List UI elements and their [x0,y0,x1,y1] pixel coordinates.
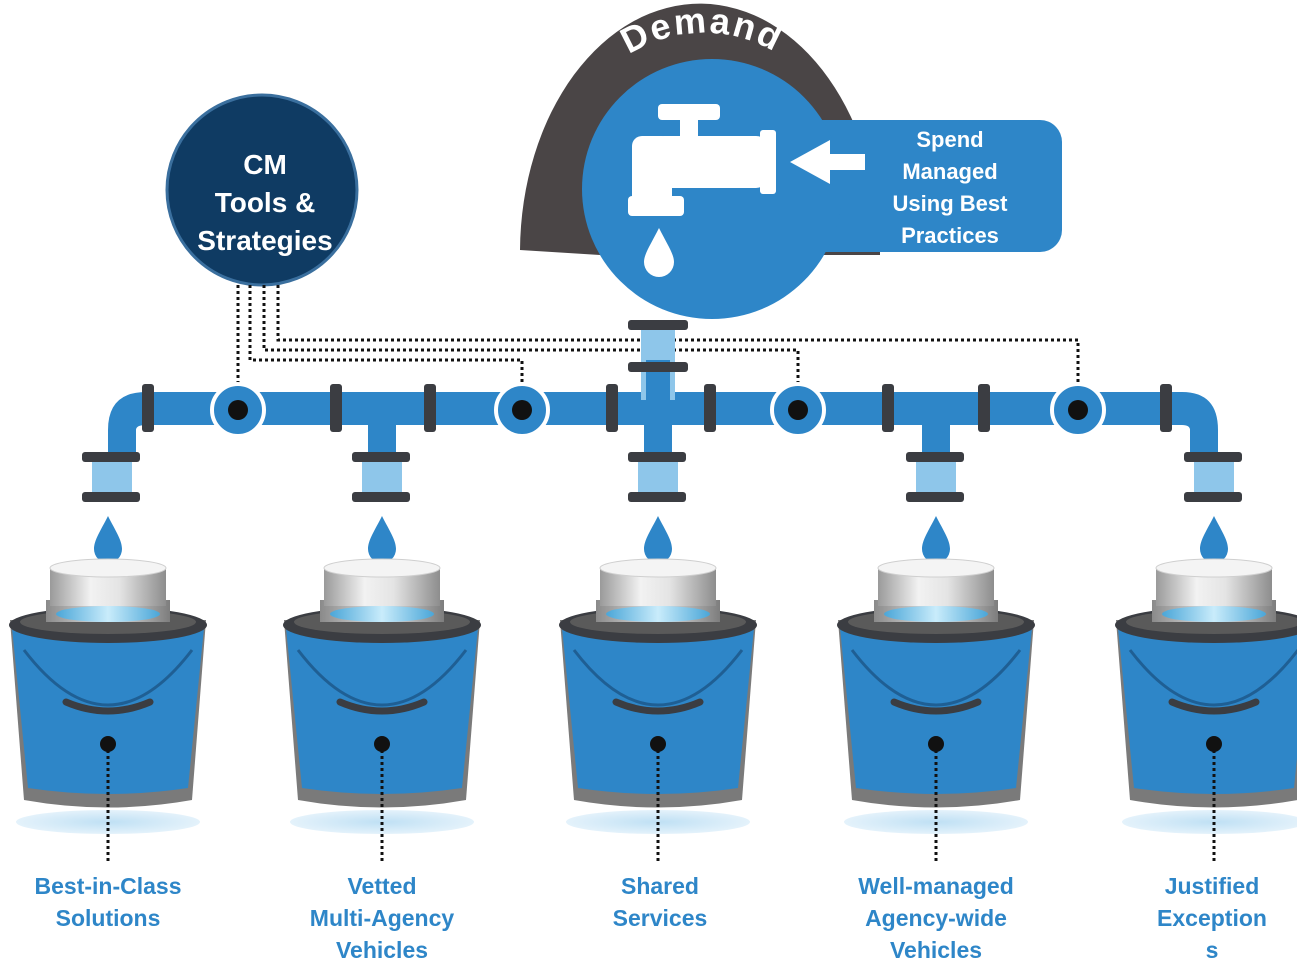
spend-line-2: Managed [902,159,998,184]
water-surface [884,606,988,622]
water-surface [606,606,710,622]
bucket-label-vetted-multi-agency: Vetted Multi-Agency Vehicles [272,870,492,966]
bucket-dot [650,736,666,752]
bucket-4-line-1: Well-managed [858,873,1014,899]
faucet-icon [628,104,776,216]
pipe-valve-icon [210,382,1106,438]
bucket-2-line-2: Multi-Agency [309,905,455,931]
bucket-label-best-in-class: Best-in-Class Solutions [0,870,218,934]
bucket-handle-grip [336,698,428,715]
bucket-dot [374,736,390,752]
cm-circle [165,93,359,287]
bucket-icon-best-in-class [9,558,207,862]
bucket-5-line-3: s [1205,937,1219,963]
bucket-handle [22,649,194,707]
bucket-handle-grip [1168,698,1260,715]
lid-top [877,558,995,578]
bucket-handle [296,649,468,707]
bucket-dot [1206,736,1222,752]
cm-line-2: Tools & [214,187,316,218]
pipe-couplings [142,320,1172,432]
water-surface [56,606,160,622]
bucket-handle [572,649,744,707]
bucket-handle-grip [890,698,982,715]
bucket-shadow [1122,810,1297,834]
bucket-icon-shared-services [559,558,757,862]
bucket-2-line-1: Vetted [347,873,417,899]
lid-top [599,558,717,578]
spend-line-1: Spend [916,127,984,152]
water-drops [94,516,1228,563]
spend-managed-label: Spend Managed Using Best Practices [860,124,1040,252]
cm-line-1: CM [243,149,287,180]
bucket-label-shared-services: Shared Services [550,870,770,934]
bucket-handle [1128,649,1297,707]
bucket-label-justified-exceptions: Justified Exception s [1102,870,1297,966]
bucket-icon-well-managed [837,558,1035,862]
bucket-label-well-managed: Well-managed Agency-wide Vehicles [826,870,1046,966]
spend-line-3: Using Best [892,191,1008,216]
lid-top [49,558,167,578]
bucket-3-line-2: Services [612,905,708,931]
bucket-1-line-2: Solutions [55,905,161,931]
bucket-dot [100,736,116,752]
bucket-handle-grip [62,698,154,715]
water-surface [1162,606,1266,622]
spend-line-4: Practices [901,223,999,248]
cm-tools-strategies-label: CM Tools & Strategies [170,146,360,260]
bucket-4-line-3: Vehicles [889,937,983,963]
bucket-icon-vetted-multi-agency [283,558,481,862]
bucket-3-line-1: Shared [621,873,699,899]
bucket-4-line-2: Agency-wide [865,905,1007,931]
bucket-5-line-1: Justified [1164,873,1260,899]
arrow-left-icon [790,140,865,184]
pipe-spouts [82,452,1242,502]
lid-top [323,558,441,578]
water-drop-icon [644,228,674,277]
bucket-2-line-3: Vehicles [335,937,429,963]
bucket-handle [850,649,1022,707]
bucket-icon-justified-exceptions [1115,558,1297,862]
bucket-5-line-2: Exception [1157,905,1267,931]
cm-line-3: Strategies [197,225,333,256]
water-surface [330,606,434,622]
lid-top [1155,558,1273,578]
bucket-dot [928,736,944,752]
faucet-circle [582,59,842,319]
bucket-handle-grip [612,698,704,715]
bucket-1-line-1: Best-in-Class [34,873,182,899]
